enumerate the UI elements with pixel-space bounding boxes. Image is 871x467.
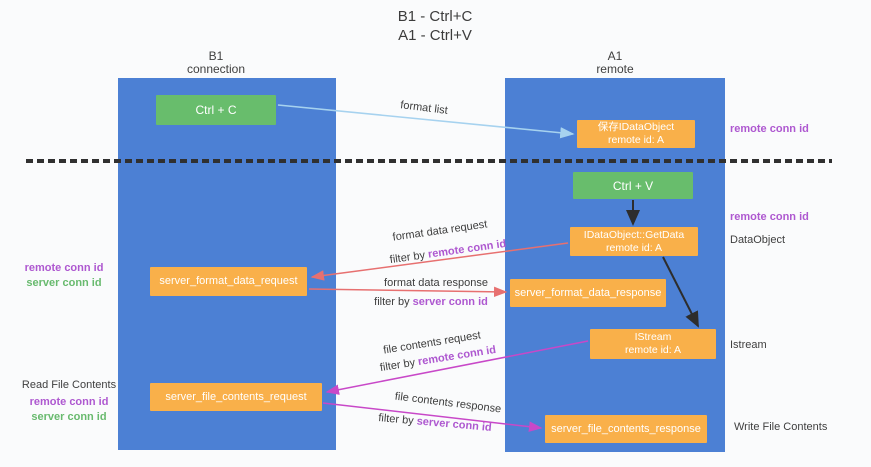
- read-file-contents-label: Read File Contents: [21, 379, 117, 391]
- server-file-contents-response-box: server_file_contents_response: [545, 415, 707, 443]
- filter-by-text: filter by: [374, 296, 413, 308]
- getdata-line2: remote id: A: [605, 241, 663, 254]
- arrow-getdata-to-istream: [662, 256, 699, 328]
- column-left-role: connection: [186, 62, 246, 76]
- session-divider-dashed-line: [26, 159, 832, 163]
- format-data-response-label: format data response: [384, 277, 488, 289]
- arrow-format-list: [277, 104, 575, 139]
- column-header-connection: B1 connection: [106, 50, 326, 76]
- format-data-response-filter-label: filter by server conn id: [374, 296, 488, 308]
- column-left-name: B1: [208, 49, 224, 63]
- server-file-contents-request-box: server_file_contents_request: [150, 383, 322, 411]
- server-file-contents-request-label: server_file_contents_request: [165, 390, 307, 403]
- save-dataobject-line1: 保存IDataObject: [597, 121, 675, 133]
- remote-conn-id-label-mid: remote conn id: [730, 211, 809, 223]
- column-header-remote: A1 remote: [505, 50, 725, 76]
- ctrl-v-box: Ctrl + V: [573, 172, 693, 199]
- remote-conn-id-bottom-label: remote conn id: [29, 396, 109, 408]
- title-line2: A1 - Ctrl+V: [398, 27, 472, 44]
- remote-conn-id-left-label: remote conn id: [24, 262, 104, 274]
- istream-box: IStream remote id: A: [590, 329, 716, 359]
- server-format-data-response-box: server_format_data_response: [510, 279, 666, 307]
- title-line1: B1 - Ctrl+C: [397, 8, 473, 25]
- istream-side-label: Istream: [730, 339, 767, 351]
- save-dataobject-box: 保存IDataObject remote id: A: [577, 120, 695, 148]
- arrow-file-contents-request: [325, 340, 589, 395]
- arrow-format-data-response: [308, 286, 508, 298]
- arrow-file-contents-response: [322, 402, 543, 432]
- server-conn-id-left-label: server conn id: [26, 277, 102, 289]
- write-file-contents-label: Write File Contents: [734, 421, 828, 433]
- dataobject-label: DataObject: [730, 234, 786, 246]
- getdata-box: IDataObject::GetData remote id: A: [570, 227, 698, 256]
- getdata-line1: IDataObject::GetData: [583, 228, 685, 241]
- server-conn-id-key: server conn id: [412, 296, 488, 308]
- read-file-contents-labels: Read File Contents remote conn id server…: [16, 378, 122, 425]
- ctrl-v-label: Ctrl + V: [612, 178, 654, 193]
- arrow-format-data-request: [310, 242, 569, 281]
- server-format-data-request-box: server_format_data_request: [150, 267, 307, 296]
- column-right-name: A1: [607, 49, 623, 63]
- remote-conn-id-label-top: remote conn id: [730, 123, 809, 135]
- column-right-role: remote: [596, 62, 634, 76]
- ctrl-c-label: Ctrl + C: [195, 103, 237, 117]
- server-format-data-request-label: server_format_data_request: [159, 275, 298, 287]
- diagram-title: B1 - Ctrl+C A1 - Ctrl+V: [350, 7, 520, 45]
- server-file-contents-response-label: server_file_contents_response: [551, 422, 701, 435]
- ctrl-c-box: Ctrl + C: [156, 95, 276, 125]
- left-conn-id-labels: remote conn id server conn id: [18, 261, 110, 291]
- istream-line2: remote id: A: [624, 344, 682, 356]
- save-dataobject-line2: remote id: A: [607, 134, 665, 146]
- istream-line1: IStream: [634, 331, 672, 343]
- server-conn-id-bottom-label: server conn id: [31, 411, 107, 423]
- server-format-data-response-label: server_format_data_response: [514, 286, 662, 299]
